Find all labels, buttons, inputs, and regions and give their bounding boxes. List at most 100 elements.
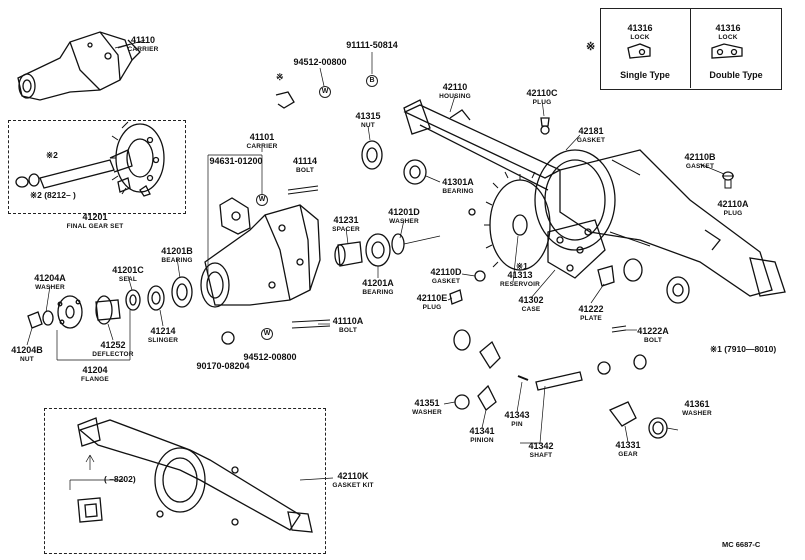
part-name: PLATE: [580, 315, 602, 322]
star-mark-clip: ※: [276, 72, 284, 82]
part-name: NUT: [20, 356, 34, 363]
star-note-41313: ※1: [516, 261, 528, 271]
part-number: 41361: [684, 399, 710, 409]
part-number: 41204: [82, 365, 108, 375]
part-number: 41315: [355, 111, 381, 121]
double-type-label: Double Type: [709, 70, 763, 80]
part-name: GASKET: [431, 278, 461, 285]
lock-types-box: [600, 8, 782, 90]
part-name: PLUG: [723, 210, 743, 217]
part-name: LOCK: [630, 34, 650, 41]
part-name: BEARING: [442, 188, 474, 195]
star-mark-lock: ※: [586, 41, 596, 53]
kit-range-note: ( –8202): [104, 474, 136, 484]
part-number: 41201D: [388, 207, 420, 217]
single-type-label: Single Type: [620, 70, 670, 80]
part-name: RESERVOIR: [500, 281, 540, 288]
part-label-p90170: 90170-08204: [196, 362, 249, 371]
part-name: CARRIER: [246, 143, 278, 150]
part-name: GASKET: [685, 163, 715, 170]
part-label-p94631: 94631-01200: [209, 157, 262, 166]
final-gear-set-box: [8, 120, 186, 214]
diagram-code: MC 6687-C: [722, 540, 761, 549]
gasket-kit-box: [44, 408, 326, 554]
ring-gear-case-drawing: [484, 171, 606, 279]
part-name: PINION: [470, 437, 494, 444]
part-name: BOLT: [338, 327, 358, 334]
part-number: 94512-00800: [293, 57, 347, 67]
part-name: SLINGER: [147, 337, 179, 344]
part-number: 41214: [150, 326, 176, 336]
part-number: 41222A: [637, 326, 669, 336]
part-number: 41204B: [11, 345, 43, 355]
part-number: 41342: [528, 441, 554, 451]
part-name: NUT: [361, 122, 375, 129]
part-number: 41222: [578, 304, 604, 314]
part-number: 41201C: [112, 265, 144, 275]
part-number: 42110K: [337, 471, 369, 481]
part-name: GEAR: [618, 451, 638, 458]
part-name: PIN: [511, 421, 523, 428]
part-name: CARRIER: [127, 46, 159, 53]
part-number: 41351: [414, 398, 440, 408]
carrier-housing-drawing: [200, 91, 331, 345]
part-name: BOLT: [643, 337, 662, 344]
part-number: 41313: [507, 270, 533, 280]
part-name: GASKET: [576, 137, 606, 144]
part-number: 42110B: [684, 152, 716, 162]
part-number: 90170-08204: [196, 361, 250, 371]
circle-mark-w-3: W: [261, 328, 273, 340]
part-number: 41316: [627, 23, 653, 33]
lock-types-drawing: [627, 43, 743, 59]
circle-mark-w-1: W: [319, 86, 331, 98]
part-number: 41114: [292, 156, 318, 166]
part-number: 41101: [249, 132, 275, 142]
circle-mark-w-2: W: [256, 194, 268, 206]
part-name: PLUG: [422, 304, 442, 311]
part-name: DEFLECTOR: [92, 351, 134, 358]
part-number: 41231: [333, 215, 359, 225]
gasket-kit-housing-drawing: [77, 417, 313, 533]
part-name: PLUG: [532, 99, 552, 106]
part-number: 94512-00800: [243, 352, 297, 362]
final-gear-note-2: ※2 (8212– ): [30, 190, 76, 200]
leader-lines: [26, 43, 725, 490]
part-number: 94631-01200: [209, 156, 263, 166]
part-number: 42110: [442, 82, 468, 92]
part-number: 42181: [578, 126, 604, 136]
part-number: 41201: [82, 212, 108, 222]
part-number: 41343: [504, 410, 530, 420]
part-name: BOLT: [295, 167, 315, 174]
